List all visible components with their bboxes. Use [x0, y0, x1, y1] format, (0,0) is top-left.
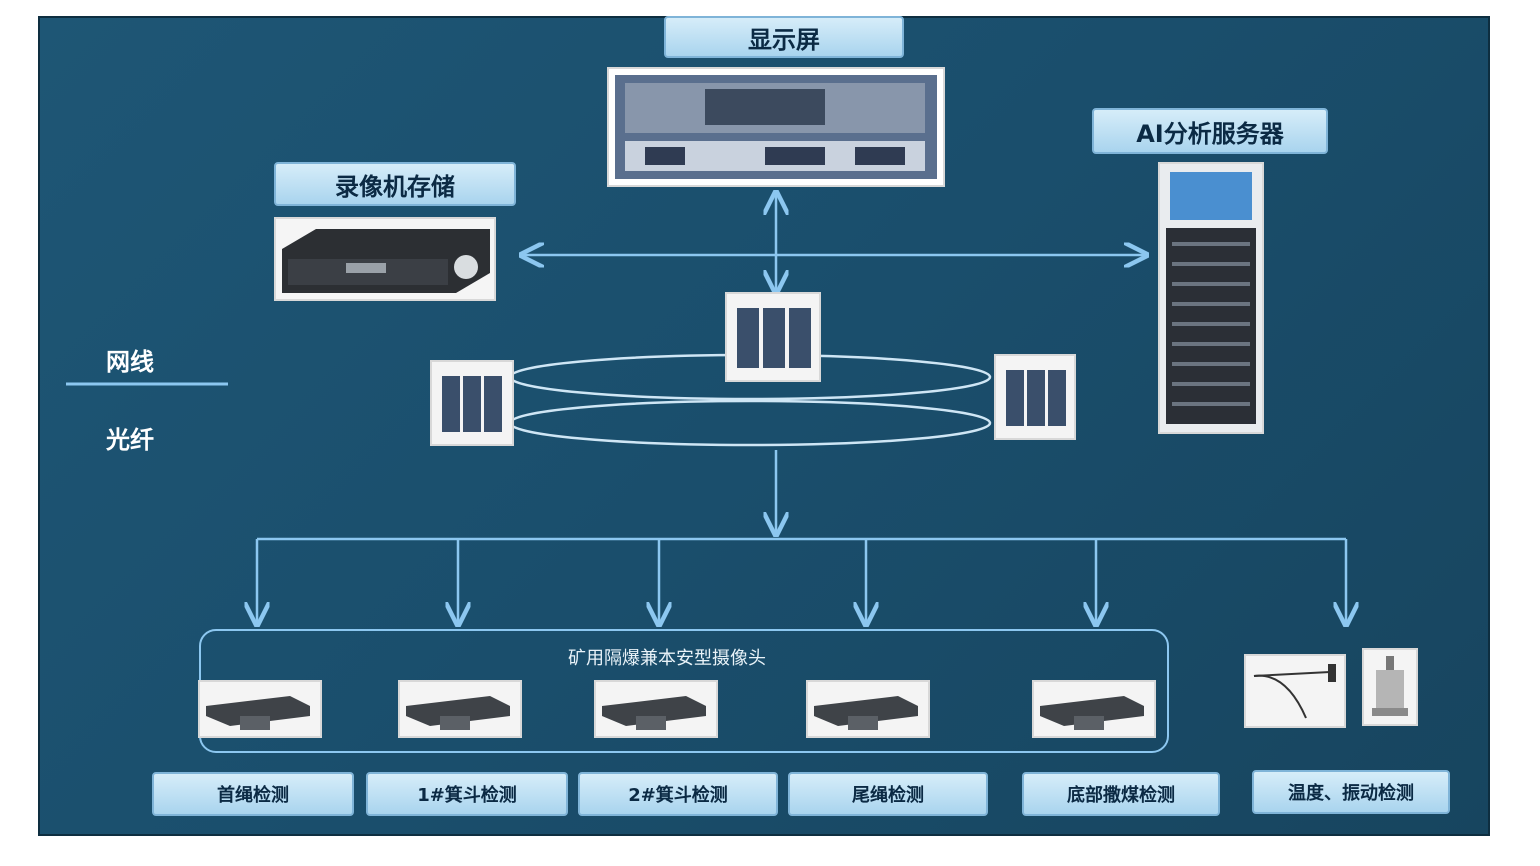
display-label: 显示屏	[664, 16, 904, 58]
bottom-label-skip-1: 1#箕斗检测	[366, 772, 568, 816]
bottom-label-temp-vibration: 温度、振动检测	[1252, 770, 1450, 814]
temperature-sensor-icon	[1244, 654, 1346, 728]
camera-icon	[594, 680, 718, 738]
legend-ethernet-text: 网线	[106, 348, 154, 376]
switch-right-icon	[994, 354, 1076, 440]
bottom-label-coal-spill: 底部撒煤检测	[1022, 772, 1220, 816]
ai-server-label: AI分析服务器	[1092, 108, 1328, 154]
recorder-device-icon	[274, 217, 496, 301]
camera-icon	[398, 680, 522, 738]
switch-left-icon	[430, 360, 514, 446]
camera-group-label: 矿用隔爆兼本安型摄像头	[568, 648, 766, 669]
vibration-sensor-icon	[1362, 648, 1418, 726]
ring-bottom	[508, 399, 992, 447]
display-screen-image	[607, 67, 945, 187]
camera-icon	[806, 680, 930, 738]
camera-icon	[198, 680, 322, 738]
switch-top-icon	[725, 292, 821, 382]
bottom-label-head-rope: 首绳检测	[152, 772, 354, 816]
bottom-label-tail-rope: 尾绳检测	[788, 772, 988, 816]
recorder-label: 录像机存储	[274, 162, 516, 206]
bottom-label-skip-2: 2#箕斗检测	[578, 772, 778, 816]
ai-server-icon	[1158, 162, 1264, 434]
legend-fiber-text: 光纤	[106, 426, 154, 454]
camera-icon	[1032, 680, 1156, 738]
